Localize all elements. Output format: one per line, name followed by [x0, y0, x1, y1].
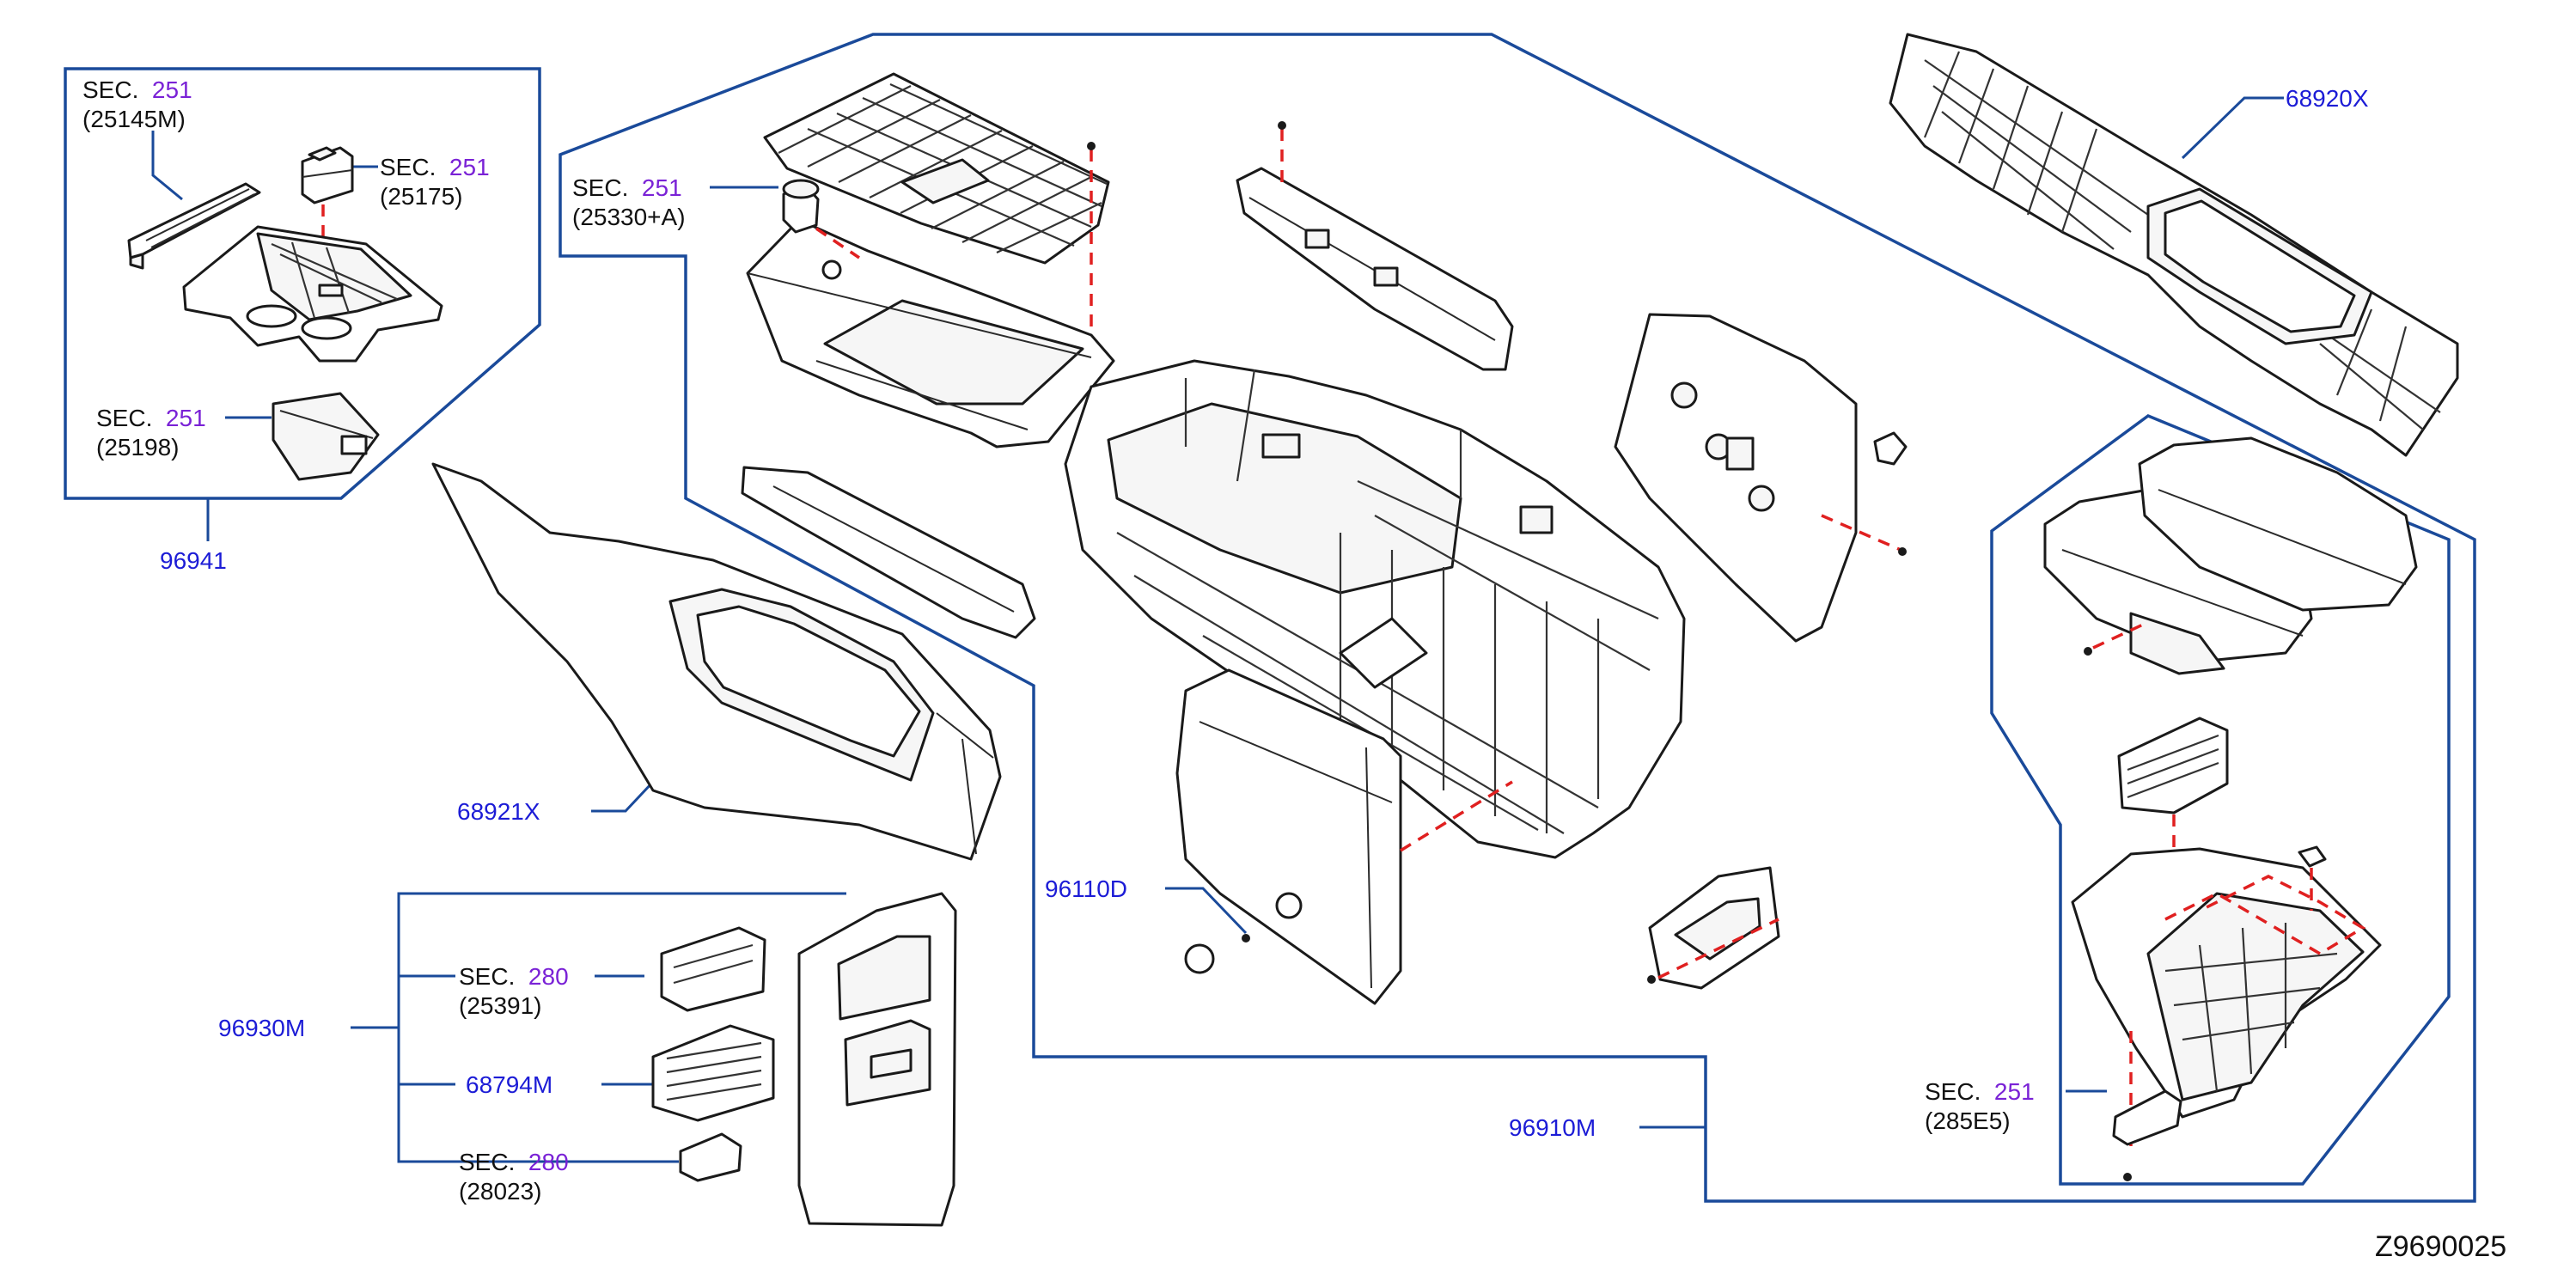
screw-tray: [1087, 142, 1096, 150]
leader-25145m: [151, 131, 183, 201]
callout-section-number: 280: [528, 1149, 569, 1175]
rear-panel-68920x: [1889, 33, 2459, 457]
callout-part-code: (25330+A): [572, 204, 686, 230]
callout-sec: SEC.: [459, 963, 516, 990]
callout-sec: SEC.: [82, 76, 139, 103]
lower-panel-96110d: [1175, 668, 1402, 1005]
callout-part-code: (25175): [380, 183, 463, 210]
part-number-68794m: 68794M: [466, 1071, 553, 1098]
part-number-96110d: 96110D: [1045, 875, 1128, 902]
callout-285e5: SEC. 251 (285E5): [1925, 1077, 2035, 1136]
knob-25330a: [782, 179, 820, 234]
switch-bezel-25145m: [127, 182, 261, 270]
callout-section-number: 280: [528, 963, 569, 990]
tray-grid-top: [763, 72, 1110, 265]
clip-side: [1873, 431, 1908, 466]
rear-finisher-96930m: [797, 892, 957, 1227]
callout-sec: SEC.: [96, 405, 153, 431]
screw-finisher: [1278, 121, 1286, 130]
callout-sec: SEC.: [1925, 1078, 1981, 1105]
side-panel: [1614, 313, 1858, 643]
hidden-line-armrest: [2092, 622, 2146, 650]
storage-bin: [746, 218, 1115, 448]
console-body: [1064, 359, 1686, 859]
armrest-bin: [2071, 847, 2382, 1119]
screw-usb: [2123, 1173, 2132, 1181]
hidden-line-panel: [1400, 780, 1513, 852]
hidden-line-side: [1821, 514, 1901, 552]
callout-sec: SEC.: [459, 1149, 516, 1175]
clip-96110d: [1184, 892, 1303, 974]
callout-28023: SEC. 280 (28023): [459, 1148, 569, 1206]
control-unit-25391: [660, 926, 766, 1012]
outlet-28023: [679, 1132, 742, 1182]
finisher-panel: [182, 225, 443, 363]
screw-side: [1898, 547, 1907, 556]
screw-bracket: [1647, 975, 1656, 984]
callout-section-number: 251: [641, 174, 682, 201]
hidden-line-bin: [2164, 875, 2366, 956]
callout-section-number: 251: [151, 76, 192, 103]
finisher-strip: [741, 466, 1036, 639]
callout-section-number: 251: [449, 154, 490, 180]
switch-unit-25175: [301, 146, 354, 204]
callout-part-code: (25198): [96, 434, 180, 461]
part-number-68920x: 68920X: [2286, 85, 2369, 112]
part-number-96930m: 96930M: [218, 1015, 306, 1041]
callout-25198: SEC. 251 (25198): [96, 404, 206, 462]
console-side-finisher-68921x: [431, 462, 1002, 861]
callout-sec: SEC.: [572, 174, 629, 201]
upper-finisher: [1236, 167, 1514, 371]
callout-part-code: (28023): [459, 1178, 542, 1205]
part-number-68921x: 68921X: [457, 798, 540, 825]
grommet: [821, 259, 842, 280]
bracket-96930m: [397, 892, 846, 1163]
diagram-code: Z9690025: [2375, 1230, 2507, 1263]
group-frame-96941: [64, 67, 541, 500]
hidden-line-bracket: [1657, 918, 1779, 979]
hidden-line-knob: [815, 227, 860, 259]
leader-96110d: [1165, 887, 1248, 935]
usb-285e5: [2112, 1089, 2182, 1146]
callout-section-number: 251: [165, 405, 206, 431]
group-frame-96910m: [559, 33, 2476, 1203]
part-number-96910m: 96910M: [1509, 1114, 1596, 1141]
callout-section-number: 251: [1993, 1078, 2035, 1105]
bracket-small: [1648, 866, 1780, 990]
callout-sec: SEC.: [380, 154, 436, 180]
callout-part-code: (285E5): [1925, 1107, 2011, 1134]
screw-armrest: [2084, 647, 2092, 656]
leader-68920x: [2181, 96, 2284, 160]
hinge-bracket: [2117, 717, 2229, 814]
pocket-25198: [272, 392, 380, 481]
callout-25145m: SEC. 251 (25145M): [82, 76, 192, 134]
armrest-lid-upper: [2138, 436, 2418, 612]
callout-part-code: (25145M): [82, 106, 186, 132]
part-number-96941: 96941: [160, 547, 227, 574]
callout-25391: SEC. 280 (25391): [459, 962, 569, 1021]
vent-68794m: [651, 1024, 775, 1122]
callout-25330a: SEC. 251 (25330+A): [572, 174, 686, 232]
clip-bin: [2298, 845, 2327, 868]
callout-25175: SEC. 251 (25175): [380, 153, 490, 211]
callout-part-code: (25391): [459, 992, 542, 1019]
